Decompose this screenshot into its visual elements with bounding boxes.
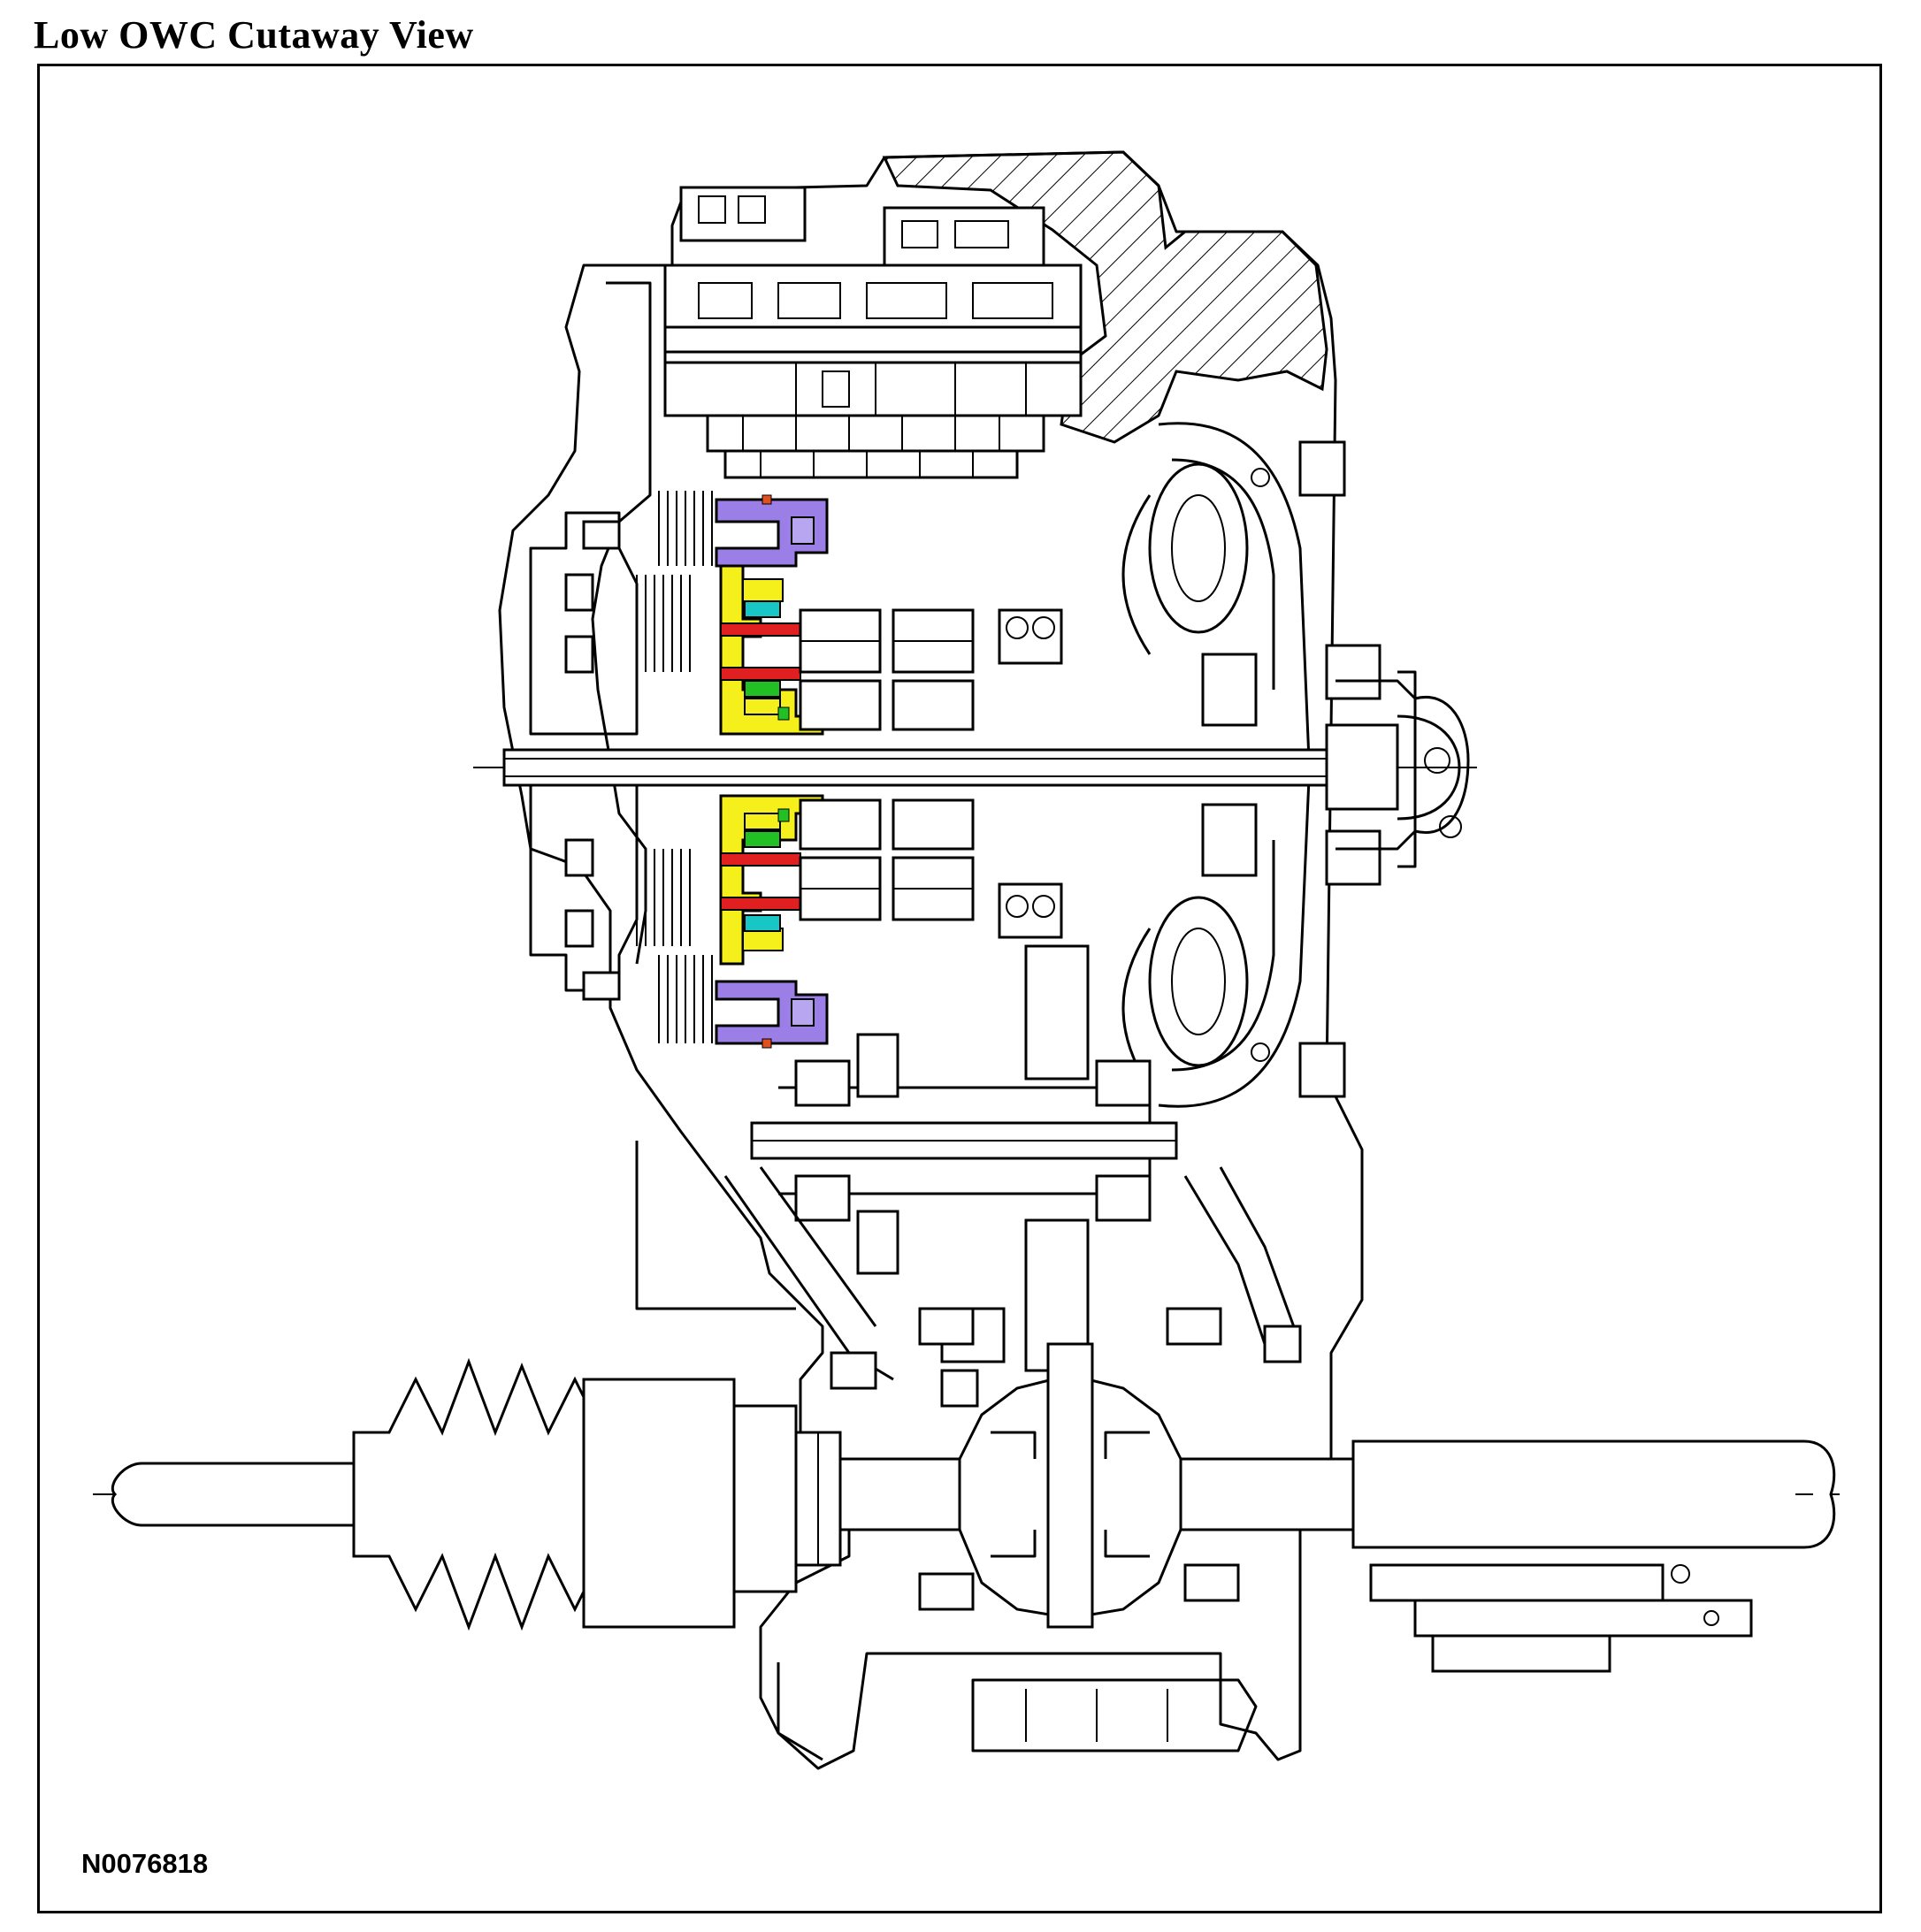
clutch-piston-upper xyxy=(715,498,829,568)
case-lower-webs xyxy=(635,1141,1302,1761)
planetary-gearsets xyxy=(799,608,1063,939)
torque-converter xyxy=(1121,422,1470,1108)
owc-roller-lower xyxy=(744,914,781,932)
figure-id: N0076818 xyxy=(81,1848,209,1879)
clutch-packs xyxy=(529,491,713,1043)
differential xyxy=(918,1307,1753,1753)
input-shaft xyxy=(473,670,1477,868)
valve-body xyxy=(663,186,1083,479)
owc-hub-upper xyxy=(720,622,801,637)
case-inner-wall xyxy=(591,281,652,965)
housing-hatched-section xyxy=(882,150,1328,444)
owc-roller-upper xyxy=(744,600,781,618)
transfer-gear xyxy=(750,944,1178,1408)
owc-hub-lower xyxy=(720,852,801,867)
low-owc-assembly xyxy=(715,494,829,1049)
clutch-piston-lower xyxy=(715,980,829,1045)
page-title: Low OWC Cutaway View xyxy=(34,13,474,57)
diagram-frame xyxy=(37,64,1882,1913)
